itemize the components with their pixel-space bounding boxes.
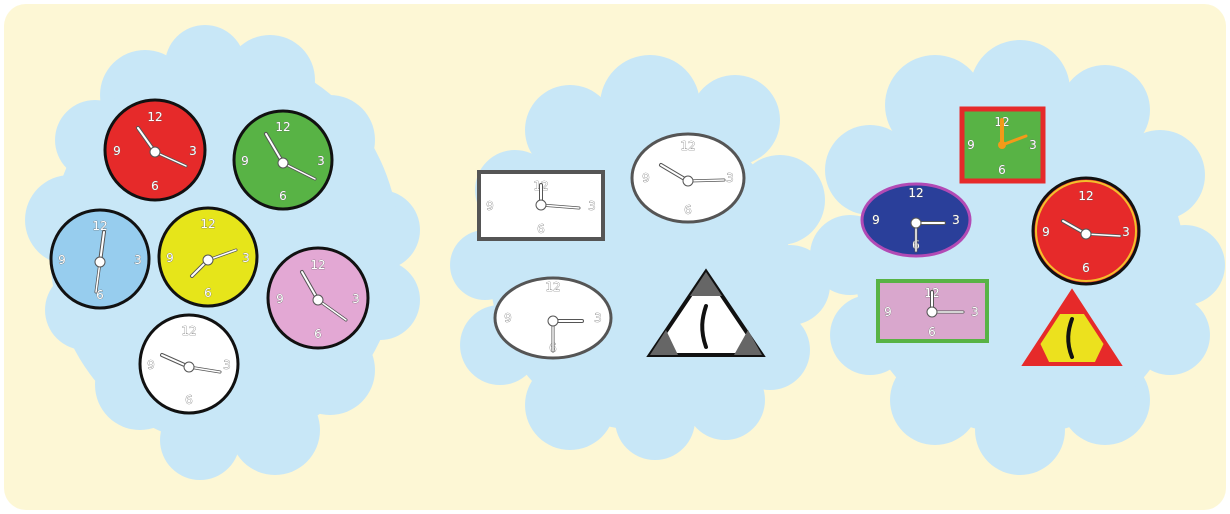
round-clock-blue: 12 3 6 9 xyxy=(51,210,149,308)
svg-text:9: 9 xyxy=(642,171,650,185)
cloud-middle xyxy=(450,55,830,460)
round-clock-yellow: 12 3 6 9 xyxy=(159,208,257,306)
svg-text:12: 12 xyxy=(680,139,695,153)
svg-text:9: 9 xyxy=(166,251,174,265)
svg-text:3: 3 xyxy=(189,144,197,158)
svg-text:9: 9 xyxy=(967,138,975,152)
svg-text:9: 9 xyxy=(884,305,892,319)
blue-oval-clock: 12 3 6 9 xyxy=(862,184,970,256)
svg-text:6: 6 xyxy=(279,189,287,203)
svg-text:9: 9 xyxy=(1042,225,1050,239)
svg-text:9: 9 xyxy=(147,358,155,372)
pink-rectangle-clock: 12 3 6 9 xyxy=(878,281,987,341)
svg-text:12: 12 xyxy=(908,186,923,200)
white-oval-clock-top: 12 3 6 9 xyxy=(632,134,744,222)
svg-text:12: 12 xyxy=(1078,189,1093,203)
svg-text:3: 3 xyxy=(134,253,142,267)
svg-text:6: 6 xyxy=(314,327,322,341)
round-clock-green: 12 3 6 9 xyxy=(234,111,332,209)
svg-text:3: 3 xyxy=(952,213,960,227)
svg-text:9: 9 xyxy=(241,154,249,168)
svg-text:9: 9 xyxy=(58,253,66,267)
svg-text:9: 9 xyxy=(872,213,880,227)
svg-text:9: 9 xyxy=(113,144,121,158)
svg-text:6: 6 xyxy=(204,286,212,300)
svg-text:3: 3 xyxy=(594,311,602,325)
svg-text:6: 6 xyxy=(1082,261,1090,275)
svg-text:3: 3 xyxy=(588,199,596,213)
svg-text:9: 9 xyxy=(276,292,284,306)
svg-text:6: 6 xyxy=(684,203,692,217)
svg-text:3: 3 xyxy=(352,292,360,306)
svg-text:6: 6 xyxy=(928,325,936,339)
svg-text:3: 3 xyxy=(317,154,325,168)
svg-text:12: 12 xyxy=(181,324,196,338)
svg-text:6: 6 xyxy=(998,163,1006,177)
svg-text:3: 3 xyxy=(1122,225,1130,239)
svg-text:6: 6 xyxy=(151,179,159,193)
white-rectangle-clock: 12 3 6 9 xyxy=(479,172,603,239)
svg-text:3: 3 xyxy=(223,358,231,372)
svg-text:12: 12 xyxy=(545,280,560,294)
svg-text:6: 6 xyxy=(185,393,193,407)
round-clock-pink: 12 3 6 9 xyxy=(268,248,368,348)
svg-text:12: 12 xyxy=(200,217,215,231)
green-square-clock: 12 3 6 9 xyxy=(962,109,1043,181)
cloud-right xyxy=(810,40,1225,475)
svg-text:3: 3 xyxy=(971,305,979,319)
red-round-clock-large: 12 3 6 9 xyxy=(1033,178,1139,284)
svg-text:3: 3 xyxy=(242,251,250,265)
round-clock-white: 12 3 6 9 xyxy=(140,315,238,413)
svg-text:12: 12 xyxy=(275,120,290,134)
svg-text:3: 3 xyxy=(726,171,734,185)
round-clock-red: 12 3 6 9 xyxy=(105,100,205,200)
svg-text:9: 9 xyxy=(504,311,512,325)
svg-text:9: 9 xyxy=(486,199,494,213)
white-oval-clock-bottom: 12 3 6 9 xyxy=(495,278,611,358)
svg-text:12: 12 xyxy=(310,258,325,272)
svg-text:6: 6 xyxy=(537,222,545,236)
svg-text:12: 12 xyxy=(147,110,162,124)
svg-text:3: 3 xyxy=(1029,138,1037,152)
